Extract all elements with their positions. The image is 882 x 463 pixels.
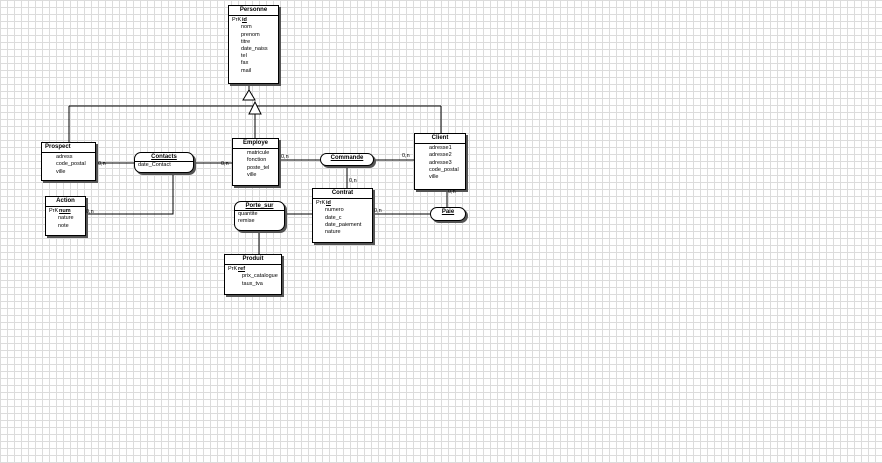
cardinality-paie-client: 0,n (448, 189, 456, 195)
association-title: Paie (441, 209, 455, 215)
cardinality-commande-contrat: 0,n (349, 178, 357, 184)
entity-title: Client (415, 134, 465, 145)
entity-title: Personne (229, 6, 278, 17)
attribute: fonction (247, 157, 267, 164)
inheritance-triangle-lower (248, 100, 262, 115)
attribute: matricule (247, 150, 270, 157)
entity-title: Produit (225, 255, 281, 266)
association-contacts[interactable]: Contacts date_Contact (134, 152, 194, 173)
primary-key-label: PrK (232, 17, 242, 24)
entity-title: Contrat (313, 189, 372, 200)
primary-key: num (59, 208, 71, 215)
cardinality-prospect-contacts: 0,n (98, 161, 106, 167)
attribute: date_c (325, 214, 342, 221)
attribute: nature (58, 215, 74, 222)
attribute: fax (241, 60, 249, 67)
association-title: Contacts (135, 153, 193, 162)
primary-key: id (326, 200, 331, 207)
attribute: adresse3 (429, 159, 452, 166)
attribute: prix_catalogue (242, 273, 278, 280)
attribute: code_postal (56, 161, 86, 168)
primary-key: id (242, 17, 247, 24)
attribute: poste_tel (247, 164, 270, 171)
attribute: date_naiss (241, 46, 268, 53)
entity-employe[interactable]: Employe matricule fonction poste_tel vil… (232, 138, 279, 186)
entity-title: Action (46, 197, 85, 208)
attribute: ville (247, 171, 257, 178)
primary-key-label: PrK (49, 208, 59, 215)
attribute: date_paiement (325, 221, 362, 228)
attribute: remise (238, 218, 255, 224)
entity-prospect[interactable]: Prospect adress code_postal ville (41, 142, 96, 181)
association-title: Porte_sur (235, 202, 284, 211)
attribute: date_Contact (138, 162, 171, 168)
attribute: adresse1 (429, 145, 452, 152)
cardinality-contacts-employe: 0,n (221, 161, 229, 167)
entity-client[interactable]: Client adresse1 adresse2 adresse3 code_p… (414, 133, 466, 190)
attribute: adress (56, 154, 73, 161)
attribute: titre (241, 38, 251, 45)
inheritance-triangle-upper (242, 89, 256, 101)
cardinality-action-contacts: 0,n (86, 209, 94, 215)
cardinality-employe-commande: 0,n (281, 154, 289, 160)
association-paie[interactable]: Paie (430, 207, 466, 221)
attribute: numero (325, 207, 344, 214)
attribute: taux_tva (242, 280, 263, 287)
attribute: nature (325, 229, 341, 236)
attribute: adresse2 (429, 152, 452, 159)
attribute: ville (56, 168, 66, 175)
attribute: tel (241, 53, 247, 60)
attribute: note (58, 222, 69, 229)
primary-key: ref (238, 266, 246, 273)
attribute: quantite (238, 211, 258, 217)
attribute: nom (241, 24, 252, 31)
entity-title: Prospect (42, 143, 95, 154)
cardinality-commande-client: 0,n (402, 153, 410, 159)
association-title: Commande (330, 155, 364, 161)
attribute: mail (241, 67, 252, 74)
primary-key-label: PrK (316, 200, 326, 207)
association-commande[interactable]: Commande (320, 153, 374, 166)
cardinality-contrat-paie: 0,n (374, 208, 382, 214)
primary-key-label: PrK (228, 266, 238, 273)
attribute: prenom (241, 31, 260, 38)
attribute: code_postal (429, 166, 459, 173)
attribute: ville (429, 174, 439, 181)
association-porte-sur[interactable]: Porte_sur quantite remise (234, 201, 285, 231)
link-action-contacts (86, 173, 174, 215)
entity-title: Employe (233, 139, 278, 150)
